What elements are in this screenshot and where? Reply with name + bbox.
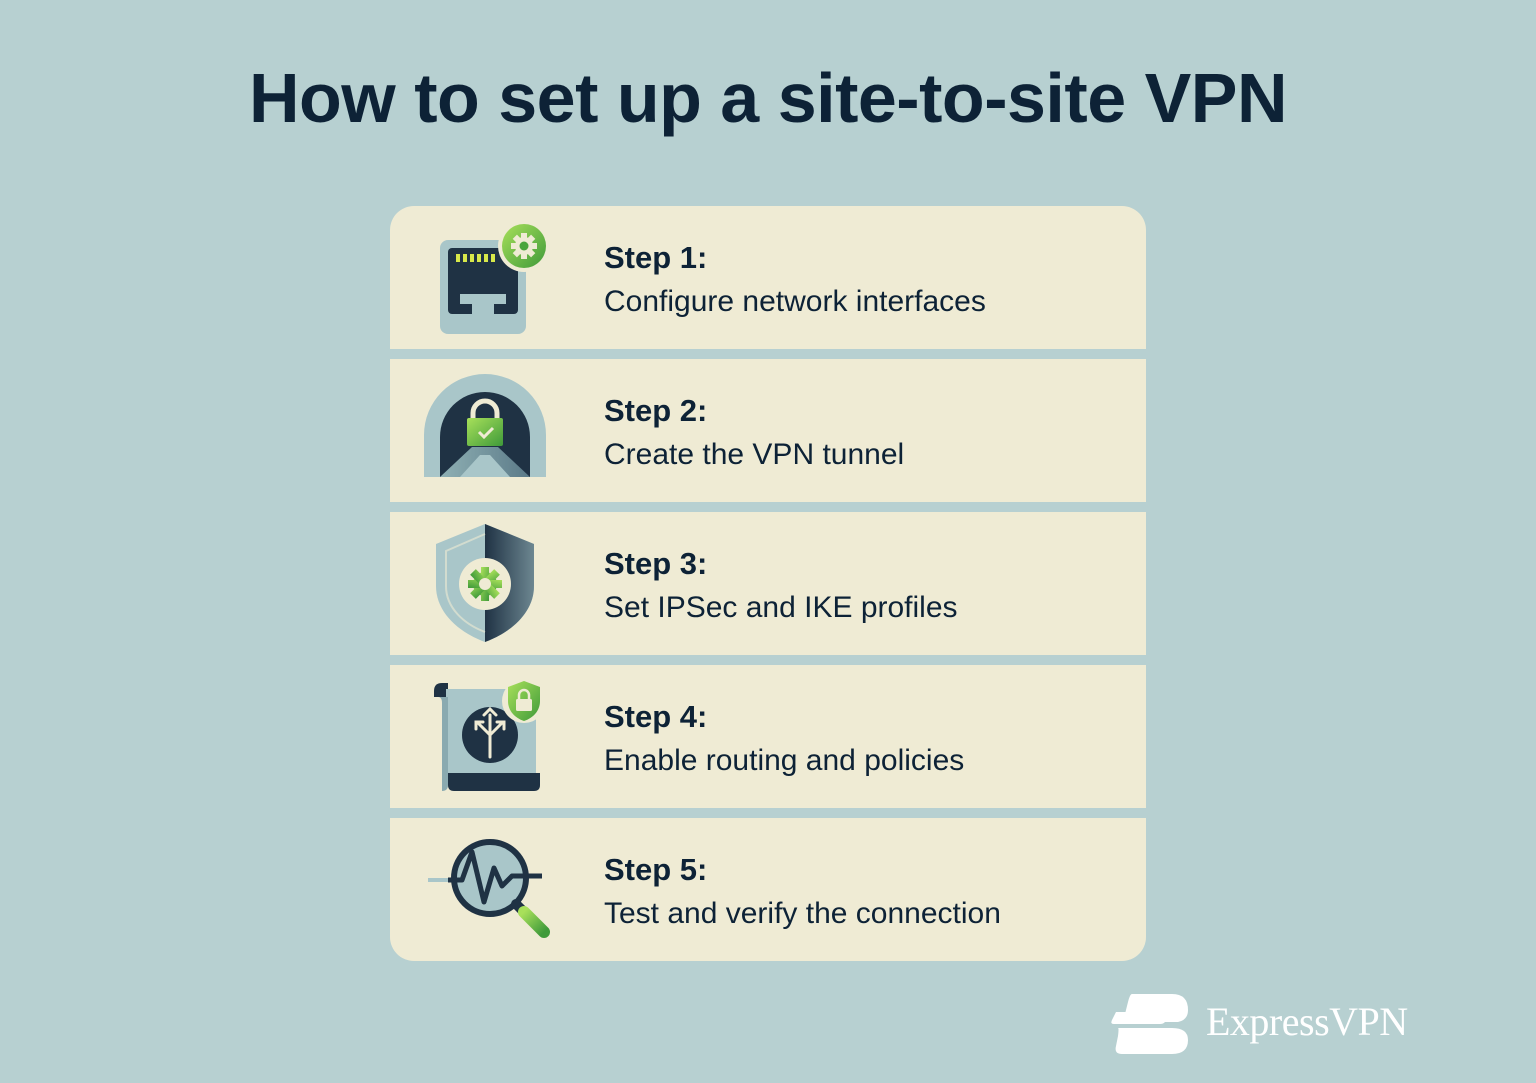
step-5: Step 5: Test and verify the connection: [390, 818, 1146, 961]
step-1: Step 1: Configure network interfaces: [390, 206, 1146, 349]
step-2-text: Step 2: Create the VPN tunnel: [604, 389, 904, 477]
step-1-label: Step 1:: [604, 240, 708, 275]
step-3-label: Step 3:: [604, 546, 708, 581]
step-3-description: Set IPSec and IKE profiles: [604, 591, 958, 624]
step-3-text: Step 3: Set IPSec and IKE profiles: [604, 542, 958, 630]
expressvpn-logo: ExpressVPN: [1110, 992, 1440, 1056]
expressvpn-mark-icon: [1111, 994, 1188, 1054]
brand-name: ExpressVPN: [1206, 999, 1408, 1044]
shield-gear-icon: [436, 524, 534, 642]
routing-scroll-icon: [434, 679, 546, 791]
step-2: Step 2: Create the VPN tunnel: [390, 359, 1146, 502]
step-5-text: Step 5: Test and verify the connection: [604, 848, 1001, 936]
step-4-description: Enable routing and policies: [604, 744, 965, 777]
magnifier-pulse-icon: [428, 839, 550, 938]
steps-list: Step 1: Configure network interfaces Ste: [390, 206, 1146, 961]
step-4: Step 4: Enable routing and policies: [390, 665, 1146, 808]
step-3: Step 3: Set IPSec and IKE profiles: [390, 512, 1146, 655]
step-2-description: Create the VPN tunnel: [604, 438, 905, 471]
step-5-description: Test and verify the connection: [604, 897, 1001, 930]
step-4-text: Step 4: Enable routing and policies: [604, 695, 964, 783]
ethernet-port-gear-icon: [440, 220, 550, 334]
step-2-label: Step 2:: [604, 393, 708, 428]
tunnel-lock-icon: [424, 374, 546, 477]
step-1-description: Configure network interfaces: [604, 285, 986, 318]
step-4-label: Step 4:: [604, 699, 708, 734]
step-5-label: Step 5:: [604, 852, 708, 887]
page-title: How to set up a site-to-site VPN: [249, 59, 1288, 137]
step-1-text: Step 1: Configure network interfaces: [604, 236, 986, 324]
